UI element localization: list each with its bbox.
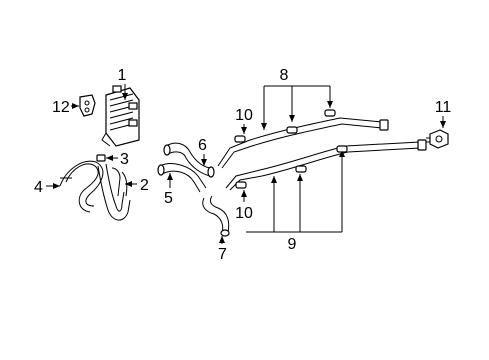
clip-10-lower xyxy=(235,145,348,189)
callout-11: 11 xyxy=(435,99,452,116)
hose-4-part xyxy=(59,160,104,213)
oil-cooler-part xyxy=(101,85,140,147)
callout-3: 3 xyxy=(120,151,129,168)
hose-6-part xyxy=(163,142,215,178)
callout-8: 8 xyxy=(280,67,289,84)
callout-7: 7 xyxy=(218,246,227,263)
clamp-part xyxy=(96,154,106,162)
callout-4: 4 xyxy=(34,179,43,196)
callout-10-upper: 10 xyxy=(235,107,253,124)
tube-9-part xyxy=(225,139,427,191)
clip-10-upper xyxy=(234,109,336,143)
callout-1: 1 xyxy=(118,67,127,84)
bracket-part xyxy=(79,94,96,117)
hose-5-part xyxy=(157,163,207,193)
callout-2: 2 xyxy=(140,177,149,194)
callout-12: 12 xyxy=(52,99,70,116)
connector-11-part xyxy=(426,129,449,149)
callout-5: 5 xyxy=(164,190,173,207)
callout-6: 6 xyxy=(198,137,207,154)
callout-10-lower: 10 xyxy=(235,205,253,222)
callout-9: 9 xyxy=(288,236,297,253)
hose-7-part xyxy=(202,195,230,237)
